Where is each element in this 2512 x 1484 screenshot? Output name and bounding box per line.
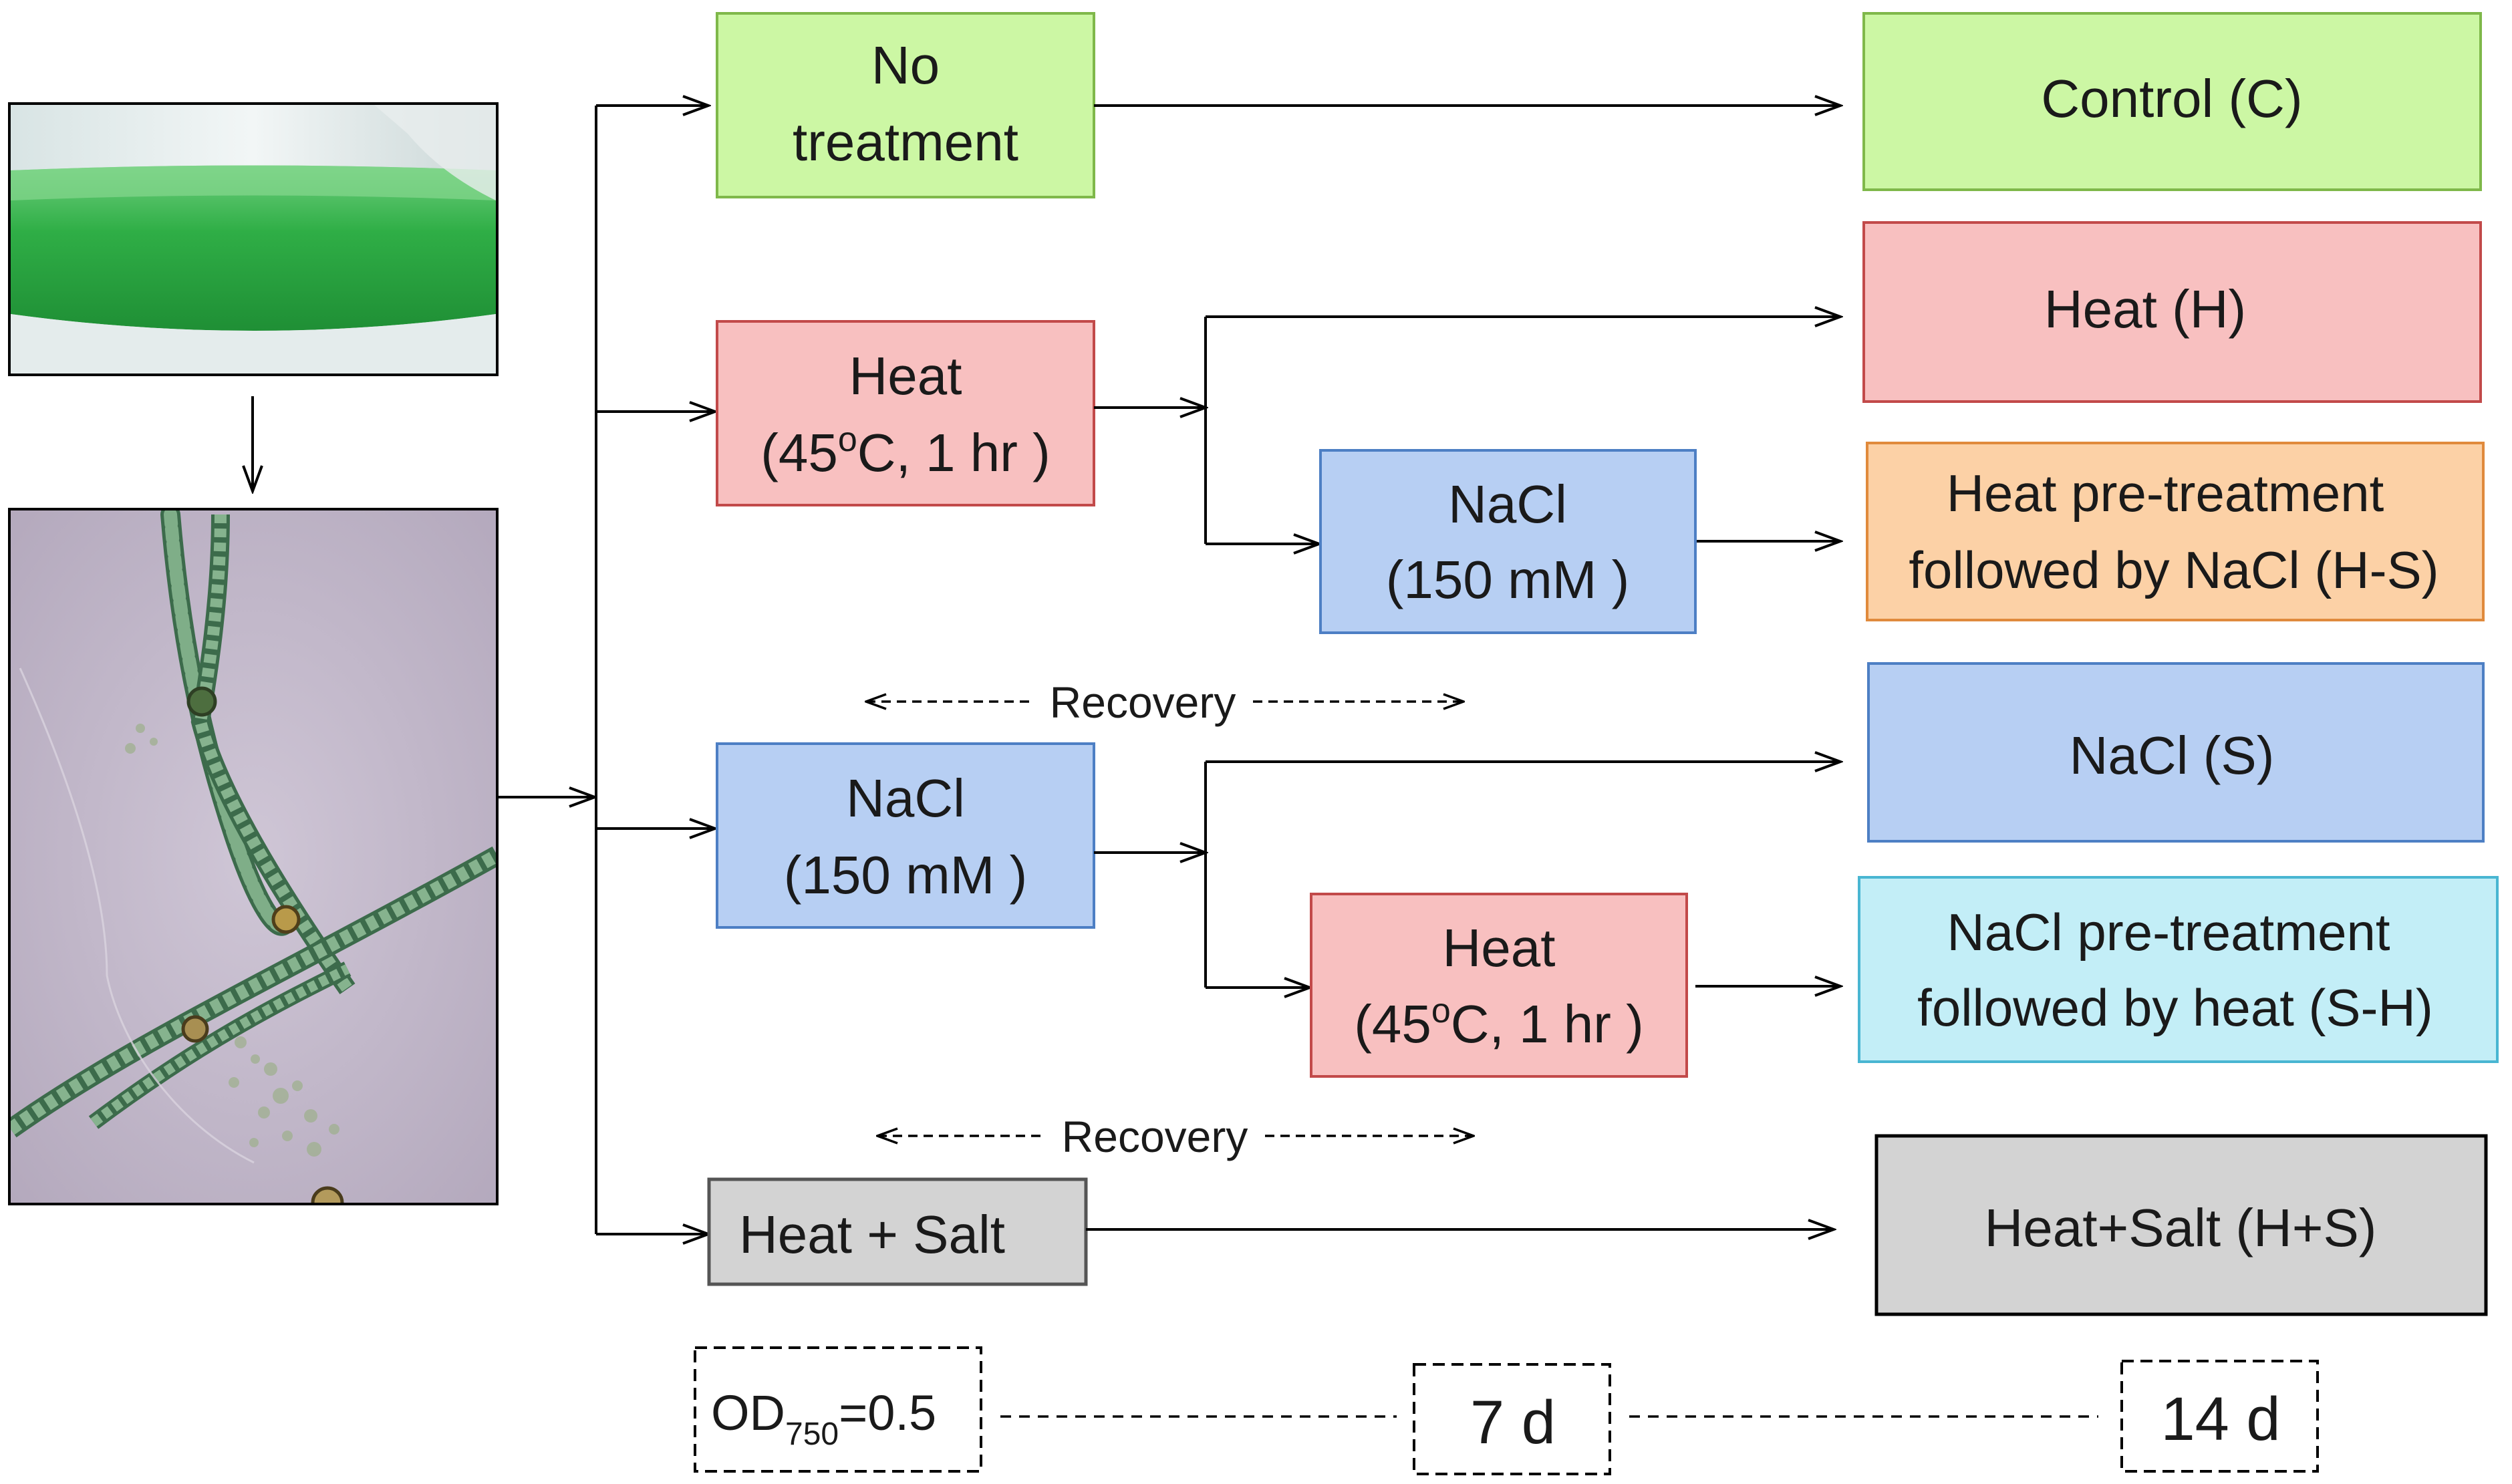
timeline-end-label: 14 d: [2160, 1385, 2280, 1453]
outcome-control-box: Control (C): [1862, 12, 2482, 191]
filament-micrograph: [8, 508, 499, 1205]
culture-flask-photo: [8, 102, 499, 376]
nacl-after-heat-line1: NaCl: [1448, 474, 1567, 534]
nacl-after-heat-box: NaCl (150 mM ): [1319, 449, 1697, 634]
recovery-label-1: Recovery: [1050, 678, 1236, 727]
timeline-mid-box: [1413, 1363, 1611, 1475]
nacl-treatment-line2: (150 mM ): [784, 845, 1028, 905]
outcome-nacl-then-heat-line2: followed by heat (S-H): [1917, 978, 2433, 1037]
outcome-nacl-then-heat-line1: NaCl pre-treatment: [1947, 903, 2390, 961]
recovery-label-2: Recovery: [1062, 1112, 1248, 1161]
heat-treatment-line2: (45oC, 1 hr ): [760, 420, 1051, 482]
branch-connectors: [497, 106, 715, 1234]
outcome-nacl-label: NaCl (S): [2070, 726, 2275, 785]
timeline: OD750=0.5 7 d 14 d: [694, 1346, 2319, 1475]
timeline-end-box: [2120, 1360, 2319, 1473]
heat-treatment-box: Heat (45oC, 1 hr ): [716, 320, 1095, 506]
recovery-indicator-1: Recovery: [866, 678, 1463, 727]
heat-after-nacl-box: Heat (45oC, 1 hr ): [1310, 893, 1688, 1078]
heat-treatment-line1: Heat: [849, 346, 962, 406]
outcome-heat-then-nacl-line2: followed by NaCl (H-S): [1909, 541, 2438, 599]
outcome-nacl-then-heat-box: NaCl pre-treatment followed by heat (S-H…: [1858, 876, 2499, 1063]
outcome-connectors: [1086, 106, 1840, 1229]
nacl-treatment-line1: NaCl: [846, 768, 965, 828]
heat-after-nacl-line1: Heat: [1443, 918, 1556, 978]
outcome-heat-salt-bg: [1874, 1134, 2488, 1316]
outcome-heat-box: Heat (H): [1862, 221, 2482, 403]
no-treatment-box: No treatment: [716, 12, 1095, 198]
heat-salt-treatment-label: Heat + Salt: [739, 1205, 1005, 1264]
heat-salt-treatment-box-bg: [707, 1177, 1088, 1286]
nacl-after-heat-box-bg: [1319, 449, 1697, 634]
outcome-control-label: Control (C): [2041, 69, 2302, 128]
recovery-indicator-2: Recovery: [877, 1112, 1474, 1161]
outcome-heat-then-nacl-box: Heat pre-treatment followed by NaCl (H-S…: [1866, 442, 2485, 621]
nacl-after-heat-line2: (150 mM ): [1386, 550, 1630, 609]
outcome-heat-then-nacl-line1: Heat pre-treatment: [1947, 464, 2384, 523]
timeline-mid-label: 7 d: [1470, 1388, 1556, 1457]
outcome-nacl-then-heat-bg: [1858, 876, 2499, 1063]
outcome-heat-then-nacl-bg: [1866, 442, 2485, 621]
nacl-treatment-box: NaCl (150 mM ): [716, 742, 1095, 929]
heat-treatment-box-bg: [716, 320, 1095, 506]
outcome-heat-salt-box: Heat+Salt (H+S): [1874, 1134, 2488, 1316]
outcome-control-bg: [1862, 12, 2482, 191]
heat-after-nacl-line2: (45oC, 1 hr ): [1354, 992, 1644, 1054]
heat-salt-treatment-box: Heat + Salt: [707, 1177, 1088, 1286]
no-treatment-line1: No: [871, 35, 940, 95]
nacl-treatment-box-bg: [716, 742, 1095, 929]
outcome-nacl-bg: [1867, 662, 2485, 843]
heat-after-nacl-box-bg: [1310, 893, 1688, 1078]
timeline-start-box: [694, 1346, 982, 1473]
outcome-heat-label: Heat (H): [2044, 279, 2246, 339]
no-treatment-line2: treatment: [793, 112, 1018, 172]
outcome-nacl-box: NaCl (S): [1867, 662, 2485, 843]
outcome-heat-bg: [1862, 221, 2482, 403]
timeline-start-label: OD750=0.5: [711, 1385, 936, 1452]
outcome-heat-salt-label: Heat+Salt (H+S): [1985, 1198, 2377, 1257]
